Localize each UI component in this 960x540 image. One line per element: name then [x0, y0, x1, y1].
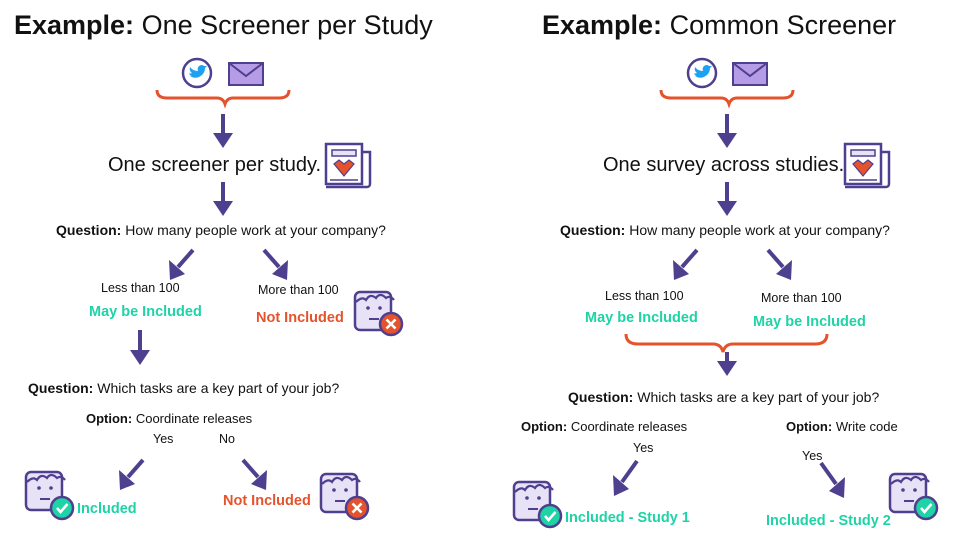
arrow-right-2: [717, 182, 737, 216]
person-approved-icon: [512, 480, 563, 529]
right-option-more: More than 100: [761, 291, 842, 305]
arrow-right-5: [717, 352, 737, 376]
arrow-left-1: [213, 114, 233, 148]
mail-icon: [228, 62, 264, 86]
left-option-less: Less than 100: [101, 281, 180, 295]
right-option-1: Option: Coordinate releases: [521, 419, 688, 434]
left-may-be-included: May be Included: [89, 304, 202, 320]
left-title: Example: One Screener per Study: [14, 10, 433, 40]
newspaper-icon: [843, 142, 891, 189]
twitter-icon: [181, 57, 213, 89]
arrow-left-2: [213, 182, 233, 216]
left-included: Included: [77, 501, 137, 517]
left-not-included: Not Included: [256, 310, 344, 326]
right-yes-label-1: Yes: [633, 441, 654, 455]
left-question-1: Question: How many people work at your c…: [56, 222, 386, 238]
arrow-right-4: [766, 248, 792, 280]
brace-top-right: [659, 89, 795, 109]
right-included-study-1: Included - Study 1: [565, 510, 690, 526]
arrow-left-4: [262, 248, 288, 280]
left-question-2: Question: Which tasks are a key part of …: [28, 380, 340, 396]
left-screener-text: One screener per study.: [108, 154, 322, 176]
right-question-2: Question: Which tasks are a key part of …: [568, 389, 880, 405]
mail-icon: [732, 62, 768, 86]
left-option-more: More than 100: [258, 283, 339, 297]
newspaper-icon: [324, 142, 372, 189]
right-option-2: Option: Write code: [786, 419, 898, 434]
arrow-right-3: [673, 248, 699, 280]
left-option: Option: Coordinate releases: [86, 411, 253, 426]
left-yes-label: Yes: [153, 432, 174, 446]
person-approved-icon: [888, 472, 939, 521]
right-may-be-included-1: May be Included: [585, 310, 698, 326]
person-approved-icon: [24, 470, 75, 521]
arrow-left-7: [241, 458, 267, 490]
person-rejected-icon: [319, 472, 370, 521]
right-may-be-included-2: May be Included: [753, 314, 866, 330]
right-option-less: Less than 100: [605, 289, 684, 303]
right-title: Example: Common Screener: [542, 10, 897, 40]
left-no-label: No: [219, 432, 235, 446]
brace-top-left: [155, 89, 291, 109]
right-question-1: Question: How many people work at your c…: [560, 222, 890, 238]
right-yes-label-2: Yes: [802, 449, 823, 463]
arrow-right-7: [819, 461, 845, 498]
left-not-included-2: Not Included: [223, 493, 311, 509]
person-rejected-icon: [353, 290, 404, 337]
right-included-study-2: Included - Study 2: [766, 513, 891, 529]
right-survey-text: One survey across studies.: [603, 154, 845, 176]
arrow-left-5: [130, 330, 150, 365]
arrow-left-3: [169, 248, 195, 280]
arrow-right-1: [717, 114, 737, 148]
arrow-left-6: [119, 458, 145, 490]
brace-middle-right: [624, 333, 829, 353]
twitter-icon: [686, 57, 718, 89]
arrow-right-6: [613, 459, 639, 496]
